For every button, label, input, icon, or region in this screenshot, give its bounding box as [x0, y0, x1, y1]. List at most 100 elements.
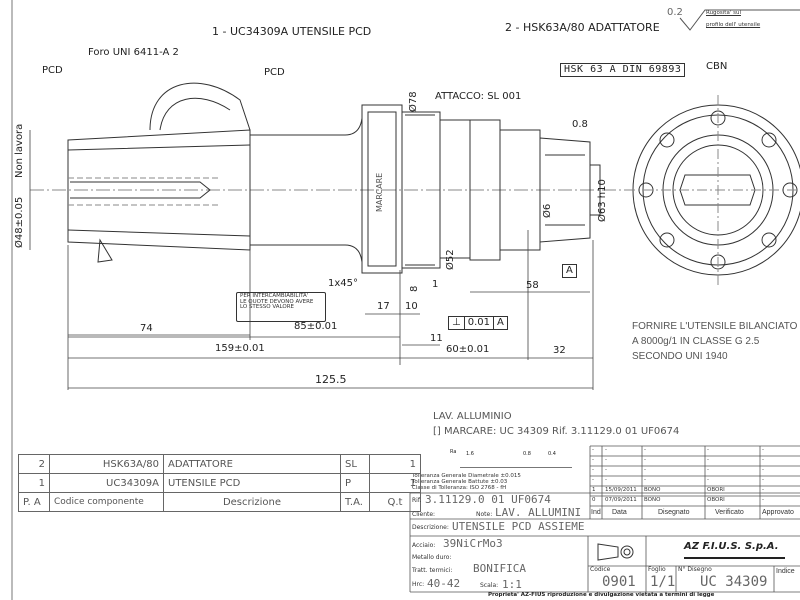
rif-label: Rif.	[412, 497, 422, 504]
dim-d6: Ø6	[542, 203, 553, 218]
interchange-note-line: LO STESSO VALORE	[240, 304, 294, 310]
codice-label: Codice	[590, 566, 611, 573]
rev-header-ind: Ind	[591, 509, 601, 516]
perpendicularity-frame: ⊥ 0.01 A	[448, 316, 508, 330]
descr-label: Descrizione:	[412, 524, 449, 531]
perp-datum: A	[496, 317, 504, 328]
rev-date: -	[605, 447, 607, 453]
non-lavora-label: Non lavora	[14, 123, 25, 178]
foglio-label: Foglio	[648, 566, 666, 573]
dim-d63: Ø63 h10	[597, 179, 608, 222]
projection-symbol-icon	[597, 543, 634, 561]
dim-85: 85±0.01	[294, 321, 338, 332]
bom-pa: 1	[18, 473, 50, 493]
dim-10: 10	[405, 301, 418, 312]
bom-ta: P	[340, 473, 370, 493]
balance-note-1: FORNIRE L'UTENSILE BILANCIATO	[632, 321, 798, 332]
bom-header-ta: T.A.	[340, 492, 370, 512]
hole-callout: Foro UNI 6411-A 2	[88, 47, 179, 58]
dim-60: 60±0.01	[446, 344, 490, 355]
dim-58: 58	[526, 280, 539, 291]
rev-ind: 1	[592, 487, 596, 493]
dim-74: 74	[140, 323, 153, 334]
rev-drawn: -	[644, 457, 646, 463]
bom-desc: ADATTATORE	[163, 454, 341, 474]
bom-header-desc: Descrizione	[163, 492, 341, 512]
bom-header-pa: P. A	[18, 492, 50, 512]
tratt-value: BONIFICA	[473, 562, 526, 575]
rev-header-drawn: Disegnato	[658, 509, 690, 516]
dim-d78: Ø78	[408, 91, 419, 112]
rev-date: 15/09/2011	[605, 487, 637, 493]
dim-17: 17	[377, 301, 390, 312]
rev-ind: -	[592, 447, 594, 453]
bom-qt: 1	[369, 454, 421, 474]
codice-value: 0901	[602, 574, 636, 590]
interchange-note: PER INTERCAMBIABILITA' LE QUOTE DEVONO A…	[236, 292, 326, 322]
scala-label: Scala:	[480, 582, 499, 589]
interchange-note-line: PER INTERCAMBIABILITA'	[240, 293, 309, 299]
rev-drawn: BONO	[644, 497, 661, 503]
descr-value: UTENSILE PCD ASSIEME	[452, 520, 585, 533]
tratt-label: Tratt. termici:	[412, 567, 453, 574]
rev-approved: -	[762, 457, 764, 463]
dim-32: 32	[553, 345, 566, 356]
table-row: 2 HSK63A/80 ADATTATORE SL 1	[18, 454, 421, 474]
bom-pa: 2	[18, 454, 50, 474]
dim-8: 8	[409, 285, 420, 292]
roughness-value: 0.2	[667, 7, 683, 18]
bom-code: HSK63A/80	[49, 454, 164, 474]
rev-header-approved: Approvato	[762, 509, 794, 516]
rev-date: -	[605, 477, 607, 483]
rev-checked: -	[707, 447, 709, 453]
bom-ta: SL	[340, 454, 370, 474]
rev-checked: -	[707, 457, 709, 463]
balance-note-2: A 8000g/1 IN CLASSE G 2.5	[632, 336, 760, 347]
ndis-label: N° Disegno	[678, 566, 712, 573]
bill-of-materials: 2 HSK63A/80 ADATTATORE SL 1 1 UC34309A U…	[18, 454, 421, 512]
rev-approved: -	[762, 487, 764, 493]
tool-end-view	[625, 95, 800, 285]
dim-1: 1	[432, 279, 439, 290]
hsk-standard-box: HSK 63 A DIN 69893	[560, 63, 686, 77]
ra-label: Ra	[450, 449, 457, 455]
bom-header-qt: Q.t	[369, 492, 421, 512]
rev-checked: OBORI	[707, 487, 725, 493]
rev-header-checked: Verificato	[715, 509, 744, 516]
attacco-callout: ATTACCO: SL 001	[435, 91, 522, 102]
rev-date: -	[605, 457, 607, 463]
title-block-grid	[409, 445, 800, 593]
bom-qt: 1	[369, 473, 421, 493]
foglio-value: 1/1	[650, 574, 676, 590]
rev-header-date: Data	[612, 509, 627, 516]
table-row: 1 UC34309A UTENSILE PCD P 1	[18, 473, 421, 493]
roughness-1: 1.6	[466, 451, 474, 457]
tolerance-line: Tolleranza Generale Diametrale ±0.015	[412, 473, 521, 479]
rev-date: 07/09/2011	[605, 497, 637, 503]
roughness-note-2: profilo dell' utensile	[706, 22, 761, 28]
rev-ind: -	[592, 477, 594, 483]
datum-a-box: A	[562, 264, 577, 278]
interchange-note-line: LE QUOTE DEVONO AVERE	[240, 298, 314, 305]
table-header: P. A Codice componente Descrizione T.A. …	[18, 492, 421, 512]
acciaio-value: 39NiCrMo3	[443, 537, 503, 550]
dim-d48: Ø48±0.05	[14, 196, 25, 248]
dim-11: 11	[430, 333, 443, 344]
indice-label: Indice	[776, 568, 795, 575]
marcare-label: MARCARE	[375, 172, 384, 212]
lav-note: LAV. ALLUMINIO	[433, 411, 512, 422]
rev-checked: OBORI	[707, 497, 725, 503]
rev-ind: -	[592, 457, 594, 463]
dimension-lines	[29, 130, 594, 390]
metallo-label: Metallo duro:	[412, 554, 452, 561]
bom-code: UC34309A	[49, 473, 164, 493]
rev-date: -	[605, 467, 607, 473]
hrc-label: Hrc:	[412, 581, 425, 588]
note-value: LAV. ALLUMINI	[495, 506, 582, 519]
perp-symbol: ⊥	[449, 317, 465, 329]
hrc-value: 40-42	[427, 577, 461, 590]
rev-ind: 0	[592, 497, 596, 503]
rev-drawn: -	[644, 477, 646, 483]
note-label: Note:	[476, 511, 493, 518]
